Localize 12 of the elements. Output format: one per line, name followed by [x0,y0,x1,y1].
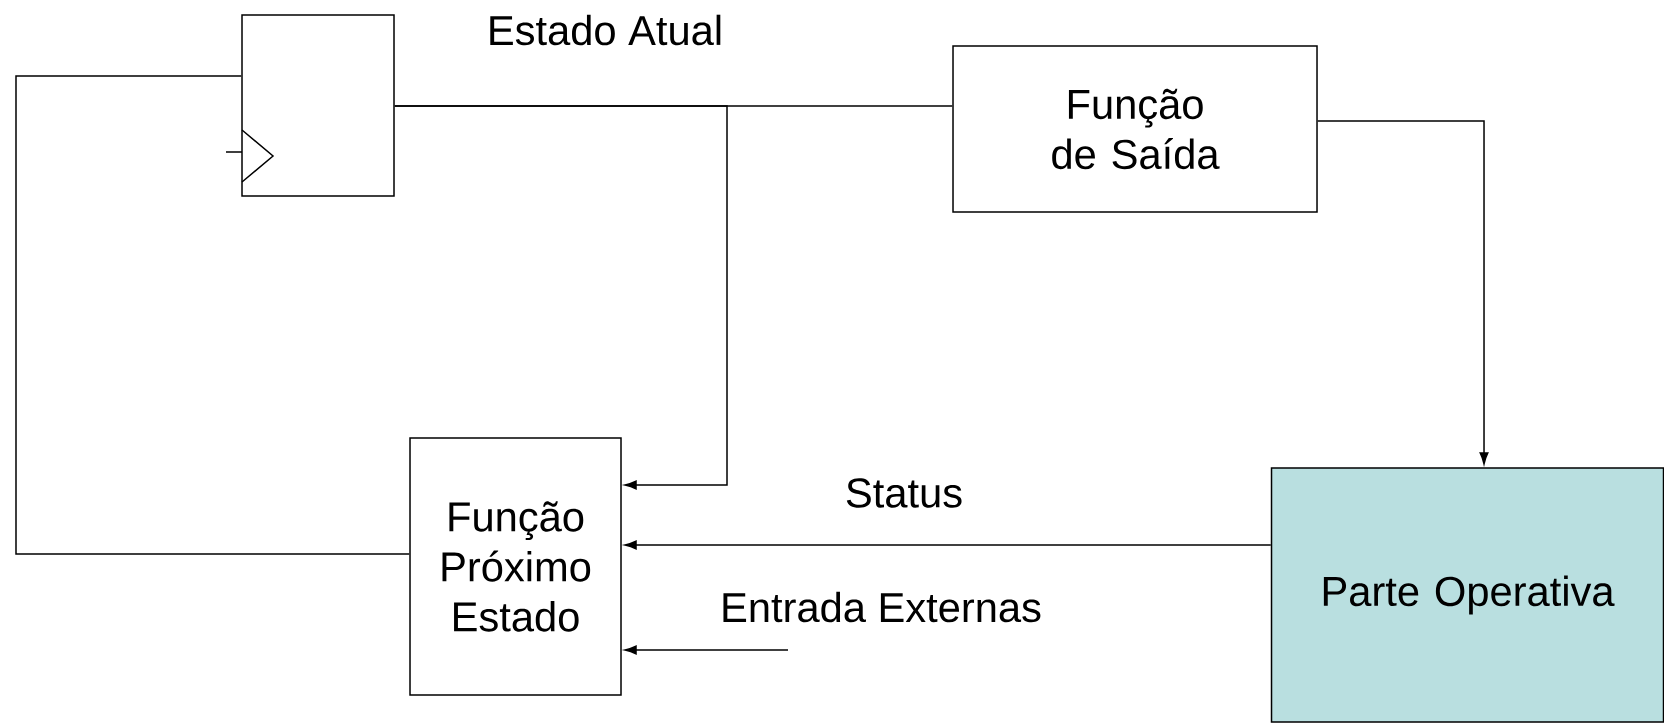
connector-line [394,105,728,490]
connector-line [624,645,789,655]
process-box: Parte Operativa [1270,467,1664,723]
connector-line [1317,120,1489,465]
connector-line [624,540,1272,550]
function-box: Função Próximo Estado [409,437,622,696]
signal-label: Entrada Externas [718,590,1044,624]
signal-label: Estado Atual [490,14,721,46]
signal-label: Status [843,476,965,510]
function-box: Função de Saída [952,45,1318,213]
register-box [241,14,395,197]
connector-line [15,75,410,555]
